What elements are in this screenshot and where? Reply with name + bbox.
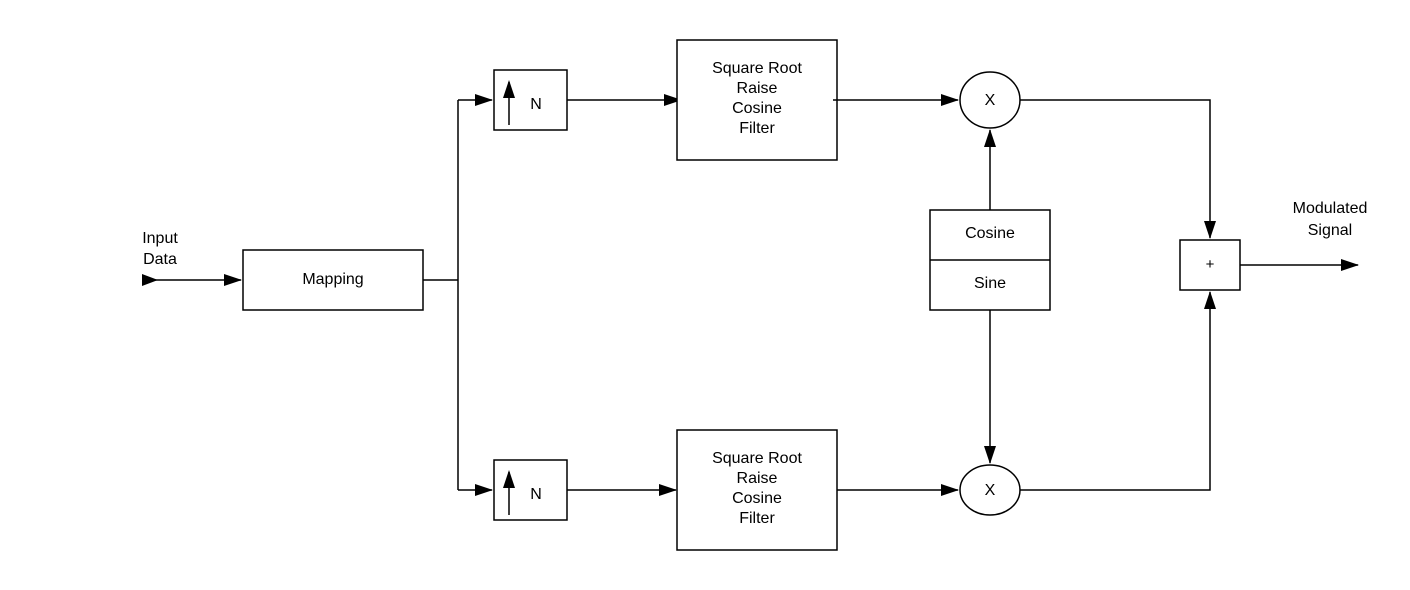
srrc-filter-top-block[interactable]: Square Root Raise Cosine Filter [676,39,838,161]
mixer-top-label: X [985,92,996,109]
output-label-line1: Modulated [1293,200,1368,217]
mixer-top-to-adder-arrow [1020,99,1216,239]
upsampler-top-block[interactable]: N [493,69,568,131]
filter-bottom-line2: Raise [737,470,778,487]
mixer-bottom-label: X [985,482,996,499]
adder-label: + [1206,256,1215,273]
mapping-block[interactable]: Mapping [242,249,424,311]
mixer-bottom-to-adder-arrow [1020,291,1216,491]
mixer-top-block[interactable]: X [959,71,1021,129]
mixer-bottom-block[interactable]: X [959,464,1021,516]
filter-top-line1: Square Root [712,60,802,77]
mapping-label: Mapping [302,271,363,288]
upsampler-bottom-block[interactable]: N [493,459,568,521]
filter-top-line4: Filter [739,120,775,137]
input-label-line2: Data [143,251,177,268]
upsampler-top-label: N [530,96,542,113]
filter-bottom-line3: Cosine [732,490,782,507]
filter-bottom-line1: Square Root [712,450,802,467]
srrc-filter-bottom-block[interactable]: Square Root Raise Cosine Filter [676,429,838,551]
adder-block[interactable]: + [1179,239,1241,291]
up-arrow-icon [503,80,515,125]
oscillator-block[interactable]: Cosine Sine [929,209,1051,311]
output-label-line2: Signal [1308,222,1352,239]
oscillator-sine-label: Sine [974,275,1006,292]
up-arrow-icon [503,470,515,515]
oscillator-cosine-label: Cosine [965,225,1015,242]
filter-top-line2: Raise [737,80,778,97]
filter-top-line3: Cosine [732,100,782,117]
input-label-line1: Input [142,230,178,247]
upsampler-bottom-label: N [530,486,542,503]
input-arrow-tail [142,274,158,286]
filter-bottom-line4: Filter [739,510,775,527]
